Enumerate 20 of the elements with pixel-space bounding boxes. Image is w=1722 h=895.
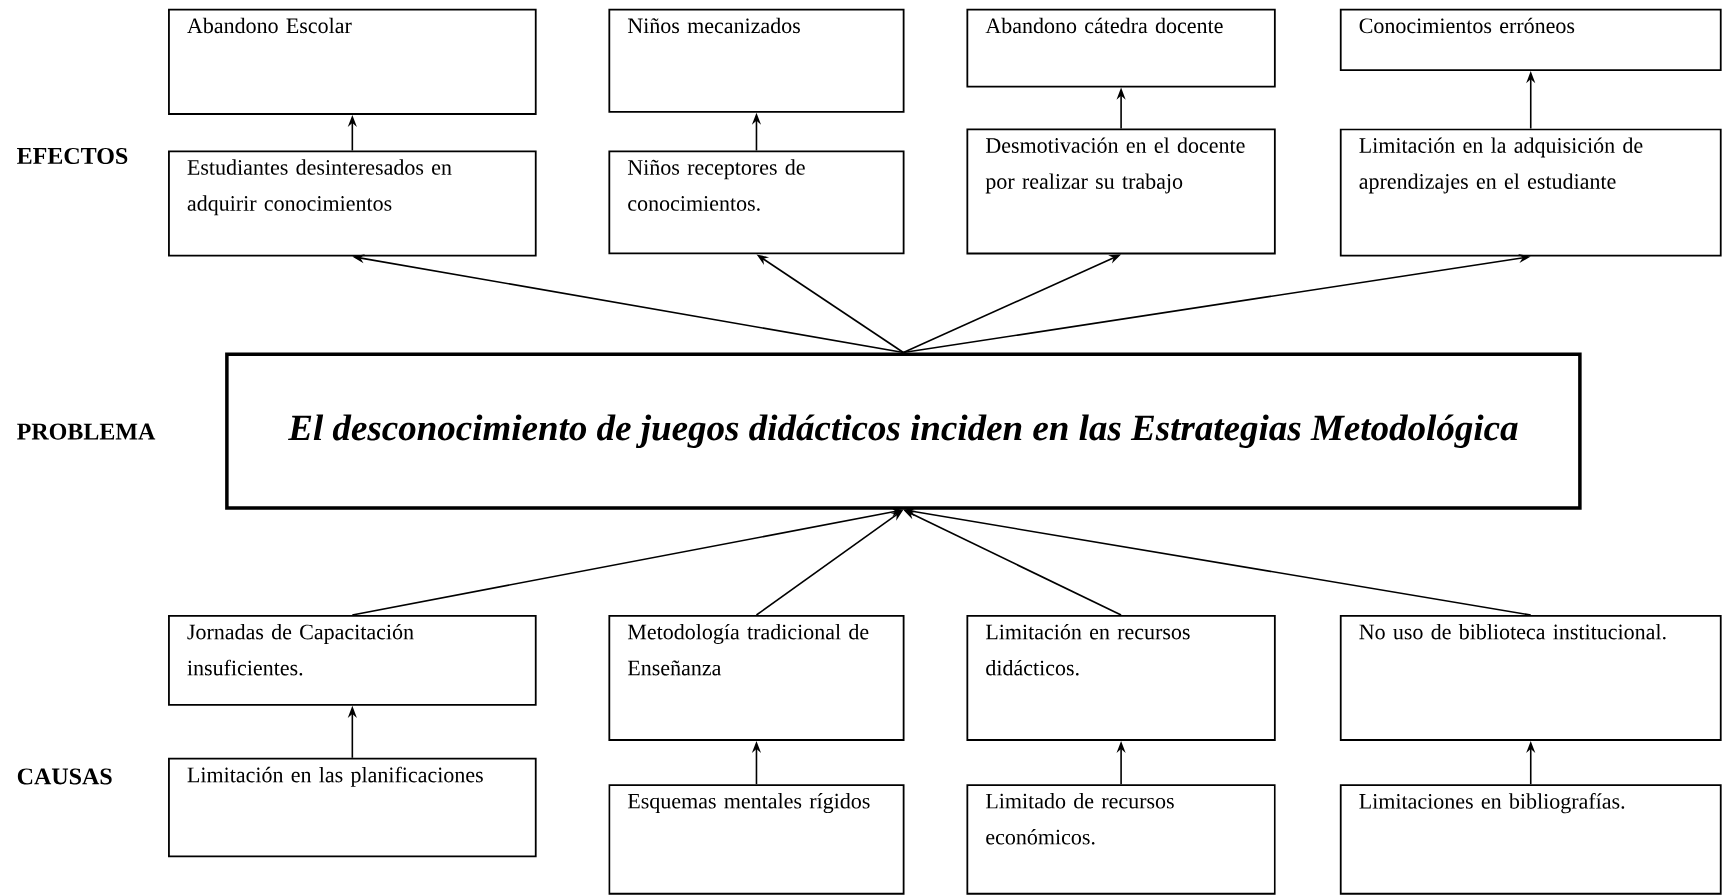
effect-box: Limitación en la adquisición de aprendizajes en el estudiante <box>1339 128 1722 257</box>
effect-box: Desmotivación en el docente por realizar su trabajo <box>966 128 1276 255</box>
row-label: EFECTOS <box>17 147 128 164</box>
effect-box: Abandono Escolar <box>168 8 537 115</box>
cause-box: Esquemas mentales rígidos <box>608 784 905 895</box>
problem-box: El desconocimiento de juegos didácticos inciden en las Estrategias Metodológica <box>225 352 1582 510</box>
cause-box: Jornadas de Capacitación insuficientes. <box>168 615 537 706</box>
row-label: PROBLEMA <box>17 423 156 440</box>
cause-box: No uso de biblioteca institucional. <box>1339 615 1722 741</box>
cause-box: Limitado de recursos económicos. <box>966 784 1276 895</box>
effect-box: Niños receptores de conocimientos. <box>608 150 905 255</box>
effect-box: Niños mecanizados <box>608 8 905 113</box>
row-label: CAUSAS <box>17 768 112 785</box>
cause-box: Limitaciones en bibliografías. <box>1339 784 1722 895</box>
cause-box: Metodología tradicional de Enseñanza <box>608 615 905 741</box>
effect-box: Estudiantes desinteresados en adquirir conocimientos <box>168 150 537 257</box>
cause-box: Limitación en las planificaciones <box>168 757 537 858</box>
cause-box: Limitación en recursos didácticos. <box>966 615 1276 741</box>
effect-box: Conocimientos erróneos <box>1339 8 1722 71</box>
effect-box: Abandono cátedra docente <box>966 8 1276 88</box>
